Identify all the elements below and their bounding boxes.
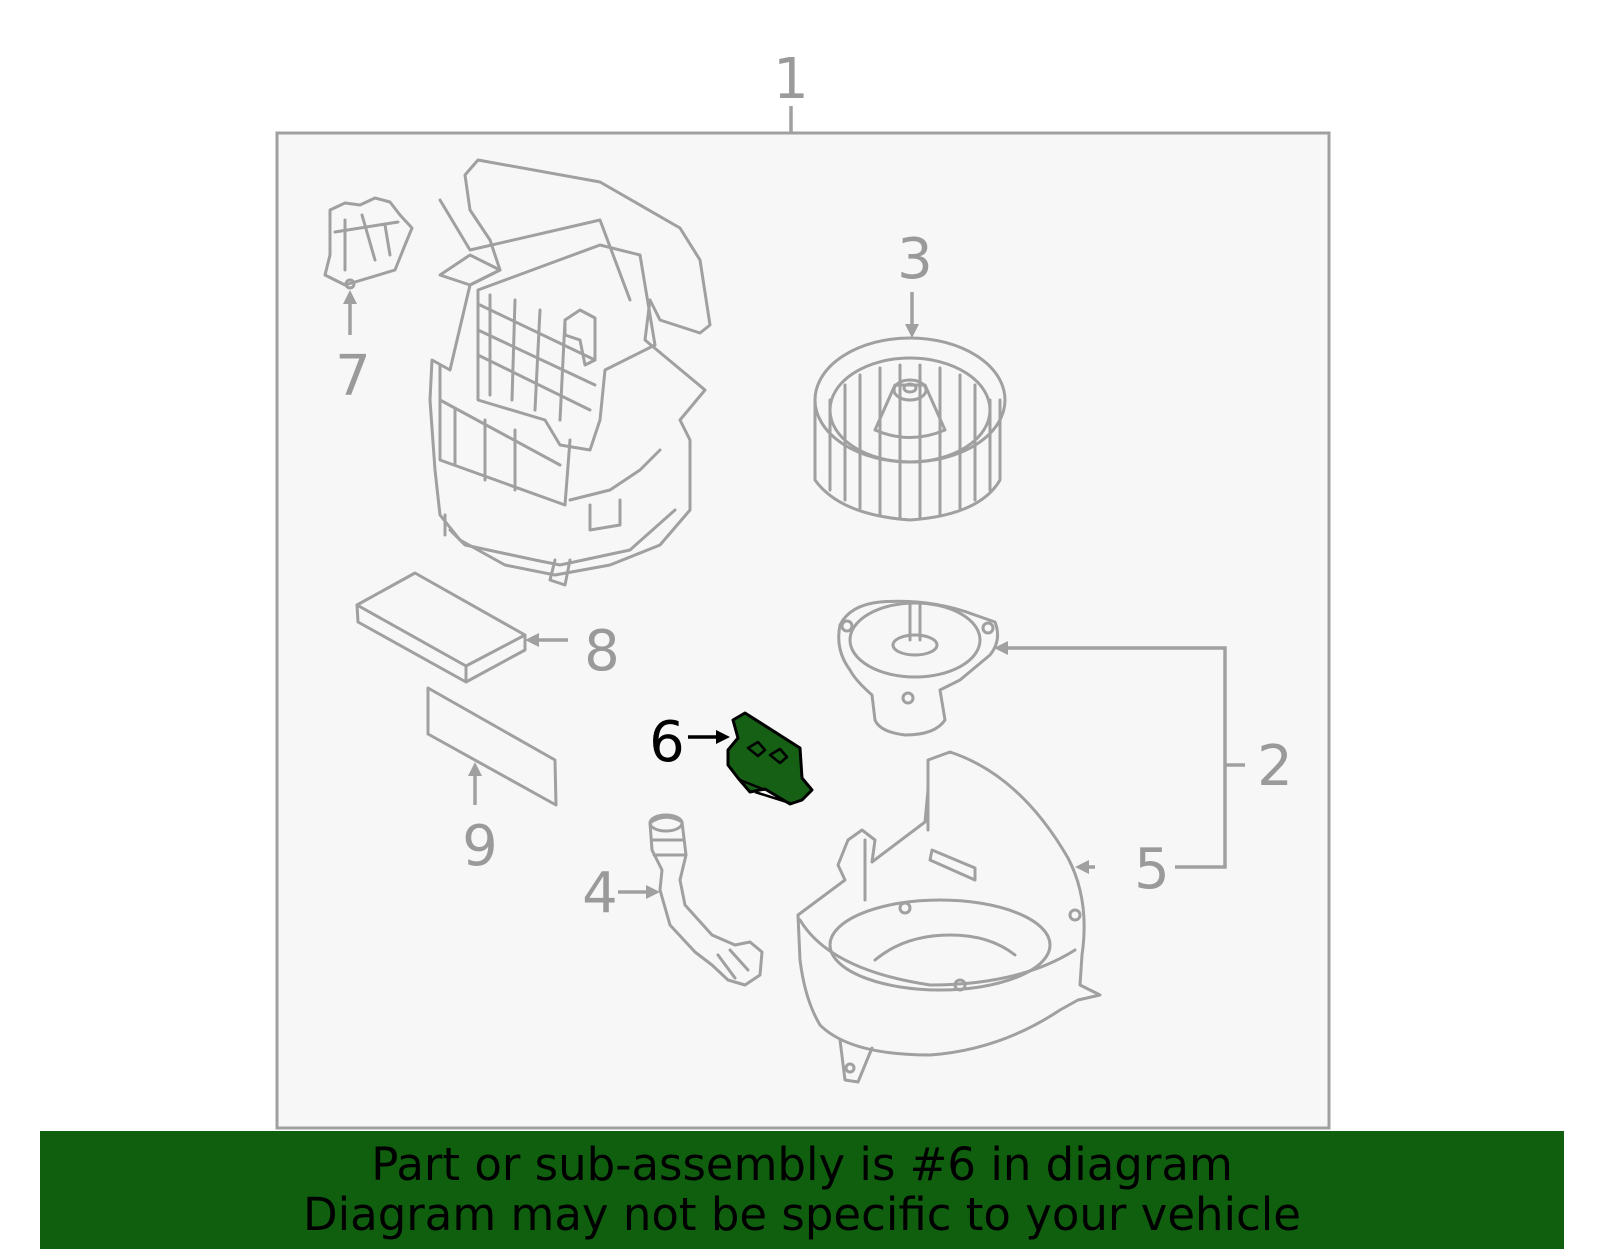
part-6-blower-resistor — [726, 711, 814, 806]
callout-2: 2 — [1257, 734, 1293, 799]
callout-9-arrowhead — [468, 762, 482, 776]
part-3-blower-wheel — [813, 336, 1007, 522]
blower-housing-body — [428, 158, 712, 587]
callout-6: 6 — [649, 710, 685, 775]
part-6-resistor-tabs — [739, 740, 791, 805]
callout-3-arrowhead — [905, 324, 919, 338]
notice-banner: Part or sub-assembly is #6 in diagram Di… — [40, 1131, 1564, 1249]
callout-8-arrowhead — [525, 633, 539, 647]
callout-5-arrowhead — [1075, 860, 1089, 874]
part-8-filter — [355, 571, 527, 684]
callout-7: 7 — [335, 344, 371, 409]
part-4-drain-hose — [648, 813, 764, 987]
notice-line-1: Part or sub-assembly is #6 in diagram — [371, 1138, 1233, 1191]
callout-7-arrowhead — [343, 290, 357, 304]
callout-3: 3 — [897, 227, 933, 292]
callout-5: 5 — [1134, 837, 1170, 902]
callout-2-bracket — [1002, 646, 1227, 869]
callout-8: 8 — [584, 619, 620, 684]
notice-line-2: Diagram may not be specific to your vehi… — [303, 1188, 1301, 1241]
callout-6-arrowhead — [716, 730, 730, 744]
callout-1: 1 — [773, 47, 809, 112]
part-9-seal — [426, 686, 558, 807]
part-6-resistor-body — [726, 711, 814, 806]
callout-2-arrowhead — [994, 641, 1008, 655]
part-7-actuator — [323, 196, 414, 290]
part-2-blower-motor — [837, 599, 1000, 737]
callout-4-arrowhead — [646, 885, 660, 899]
callout-9: 9 — [462, 814, 498, 879]
callout-4: 4 — [582, 861, 618, 926]
part-5-lower-case — [796, 750, 1102, 1084]
